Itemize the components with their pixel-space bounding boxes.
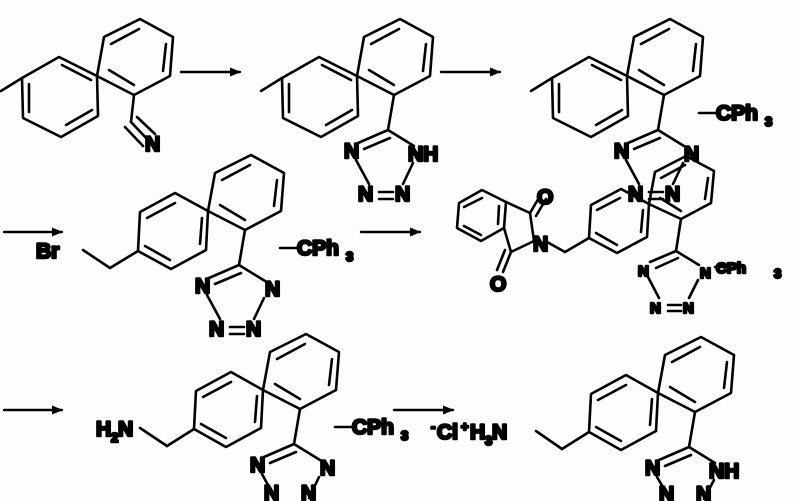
- structure-1-label-nitrogen: N: [145, 133, 160, 156]
- structure-3-tolyl-ring: [529, 55, 630, 139]
- structure-6-aminomethyl: [138, 426, 196, 448]
- structure-5-label-trityl: CPh: [716, 260, 746, 277]
- structure-7-label-ammonium-charge: +: [461, 419, 469, 434]
- structure-2-label-n4: N: [395, 183, 410, 206]
- structure-3: [529, 17, 718, 201]
- structure-4-tetrazole: [205, 228, 299, 336]
- structure-2-methyl: [259, 76, 284, 93]
- structure-5-carbonyl-bottom: [501, 250, 513, 274]
- structure-5-benzyl-ring: [587, 187, 651, 255]
- structure-6-label-n4: N: [301, 482, 316, 501]
- structure-4-phenyl-ring: [206, 153, 286, 232]
- structure-5-label-oxygen-top: O: [537, 186, 553, 209]
- structure-4: [81, 153, 299, 336]
- structure-5-tetrazole: [646, 217, 731, 313]
- structure-5-phthalimide-benzo-ring: [455, 188, 508, 243]
- structure-5-label-n4: N: [683, 300, 694, 317]
- structure-6-tetrazole: [260, 407, 354, 500]
- structure-6-label-amine-sub: 2: [111, 430, 118, 445]
- structure-7-label-chloride-charge: -: [431, 419, 435, 434]
- structure-7-label-n4: N: [696, 483, 711, 501]
- structure-3-methyl: [529, 76, 554, 93]
- structure-2-label-n3: N: [358, 183, 373, 206]
- structure-5-label-n1: N: [638, 263, 649, 280]
- structure-6-label-trityl: CPh: [352, 416, 394, 439]
- structure-5-label-oxygen-bottom: O: [490, 273, 506, 296]
- structure-2-tolyl-ring: [259, 55, 360, 139]
- structure-5-label-imide-nitrogen: N: [533, 233, 548, 256]
- structure-7-benzyl-ring: [587, 373, 660, 452]
- structure-6-label-n1: N: [250, 454, 265, 477]
- structure-7-phenyl-ring: [656, 335, 736, 414]
- structure-7-label-nh: NH: [709, 460, 739, 483]
- structure-4-label-trityl: CPh: [297, 237, 339, 260]
- structure-3-label-trityl-sub: 3: [765, 114, 772, 129]
- structure-7-aminomethyl: [534, 429, 591, 451]
- structure-5: [455, 154, 731, 313]
- structure-7-label-chlorine: Cl: [437, 421, 458, 444]
- structure-7-label-ammonium-h: H: [470, 421, 485, 444]
- structure-4-label-n4: N: [246, 318, 261, 341]
- structure-4-label-n1: N: [195, 275, 210, 298]
- structure-1-phenyl-ring: [95, 17, 175, 97]
- structure-4-label-bromine: Br: [36, 240, 59, 263]
- structure-5-n-ch2-bond: [545, 240, 567, 254]
- structure-2-phenyl-ring: [355, 17, 435, 97]
- structure-4-label-n3: N: [209, 318, 224, 341]
- structure-4-benzyl-ring: [136, 191, 210, 271]
- structure-1-tolyl-ring: [0, 55, 100, 139]
- structure-6-label-n2: N: [320, 457, 335, 480]
- structure-6-label-n3: N: [264, 482, 279, 501]
- structure-2-label-nh: NH: [408, 143, 438, 166]
- structure-5-phenyl-ring: [647, 154, 716, 221]
- structure-1-methyl: [0, 76, 24, 93]
- structure-5-carbonyl-top: [528, 194, 542, 215]
- structure-3-phenyl-ring: [625, 17, 705, 97]
- structure-7-label-n3: N: [659, 483, 674, 501]
- structure-6-phenyl-ring: [261, 332, 341, 411]
- structure-4-label-trityl-sub: 3: [346, 249, 353, 264]
- structure-5-label-n2: N: [700, 265, 711, 282]
- structure-3-label-trityl: CPh: [716, 102, 758, 125]
- structure-6-label-amine-n: N: [118, 418, 133, 441]
- structure-3-label-n1: N: [614, 140, 629, 163]
- structure-7-label-ammonium-n: N: [492, 421, 507, 444]
- structure-6-benzyl-ring: [192, 370, 265, 449]
- structure-2-tetrazole: [354, 93, 416, 201]
- structure-3-label-n3: N: [628, 183, 643, 206]
- structure-7: [534, 335, 736, 501]
- structure-5-imide-ring: [495, 194, 591, 274]
- structure-6-label-trityl-sub: 3: [401, 428, 408, 443]
- structure-7-label-ammonium-sub: 3: [485, 433, 492, 448]
- structure-3-label-n4: N: [665, 183, 680, 206]
- structure-7-label-n1: N: [645, 457, 660, 480]
- structure-1: [0, 17, 175, 148]
- structure-4-label-n2: N: [265, 278, 280, 301]
- structure-7-tetrazole: [655, 410, 717, 501]
- structure-5-label-trityl-sub: 3: [774, 266, 781, 281]
- structure-6: [138, 332, 354, 500]
- structure-4-bromomethyl: [81, 248, 140, 270]
- structure-1-nitrile: [123, 93, 157, 148]
- structure-2: [259, 17, 435, 201]
- structure-5-label-n3: N: [650, 300, 661, 317]
- structure-2-label-n1: N: [344, 140, 359, 163]
- structure-6-label-amine-h: H: [96, 418, 111, 441]
